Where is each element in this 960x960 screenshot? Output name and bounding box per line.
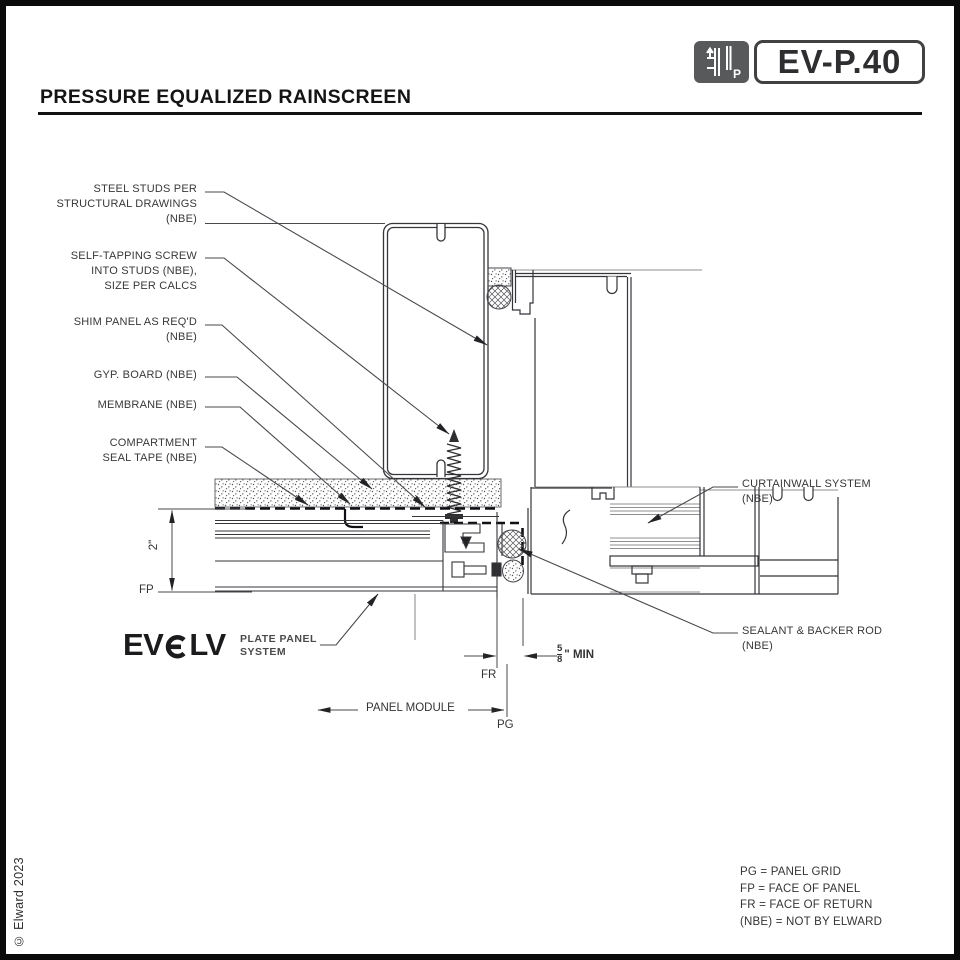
dim-panel-depth: 2": [148, 539, 161, 551]
evolv-tagline: PLATE PANEL SYSTEM: [240, 633, 317, 658]
dim-joint-min: 5 8 " MIN: [557, 643, 595, 665]
label-sealant-backer-rod: SEALANT & BACKER ROD (NBE): [742, 625, 883, 652]
abbreviation-legend: PG = PANEL GRID FP = FACE OF PANEL FR = …: [740, 864, 882, 930]
dim-fp-label: FP: [139, 584, 154, 596]
label-membrane: MEMBRANE (NBE): [97, 399, 197, 411]
dim-panel-module-label: PANEL MODULE: [366, 702, 455, 714]
svg-text:P: P: [733, 67, 741, 81]
label-steel-studs: STEEL STUDS PER STRUCTURAL DRAWINGS (NBE…: [56, 183, 197, 225]
detail-code-badge: EV-P.40: [754, 40, 925, 84]
label-gyp-board: GYP. BOARD (NBE): [93, 369, 197, 381]
dim-pg-label: PG: [497, 719, 514, 731]
title-rule: [38, 112, 922, 115]
label-curtainwall-system: CURTAINWALL SYSTEM (NBE): [742, 478, 871, 505]
evolv-theta-icon: [166, 635, 186, 659]
dim-joint-fraction: 5 8: [557, 643, 563, 665]
label-shim-panel: SHIM PANEL AS REQ'D (NBE): [73, 316, 197, 343]
label-self-tapping-screw: SELF-TAPPING SCREW INTO STUDS (NBE), SIZ…: [70, 250, 197, 292]
legend-item: FP = FACE OF PANEL: [740, 882, 861, 895]
page-title: PRESSURE EQUALIZED RAINSCREEN: [40, 86, 412, 108]
legend-item: FR = FACE OF RETURN: [740, 899, 873, 911]
evolv-logo: EV LV: [123, 627, 226, 663]
label-compartment-seal-tape: COMPARTMENT SEAL TAPE (NBE): [102, 437, 197, 464]
detail-code: EV-P.40: [777, 43, 902, 80]
copyright-text: © Elward 2023: [12, 857, 26, 948]
legend-item: (NBE) = NOT BY ELWARD: [740, 915, 883, 928]
evolv-logo-prefix: EV: [123, 627, 164, 662]
dim-fr-label: FR: [481, 669, 497, 681]
evolv-logo-suffix: LV: [189, 627, 226, 662]
elward-panel-icon: P: [694, 41, 749, 83]
legend-item: PG = PANEL GRID: [740, 866, 842, 878]
